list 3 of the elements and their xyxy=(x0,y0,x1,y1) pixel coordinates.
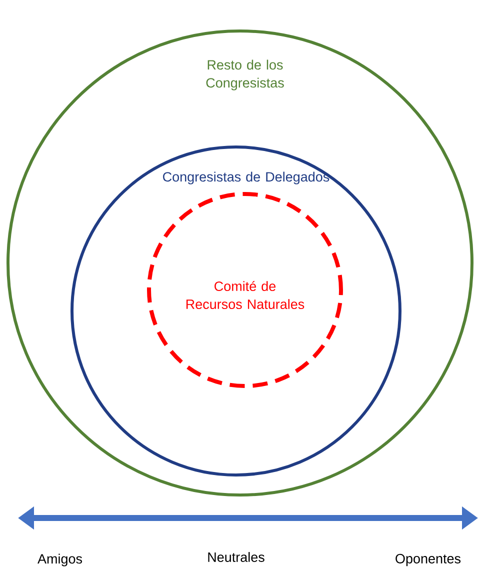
scale-label: Amigos xyxy=(38,554,82,566)
scale-label: Oponentes xyxy=(396,554,461,566)
scale-label: Neutrales xyxy=(208,552,264,562)
